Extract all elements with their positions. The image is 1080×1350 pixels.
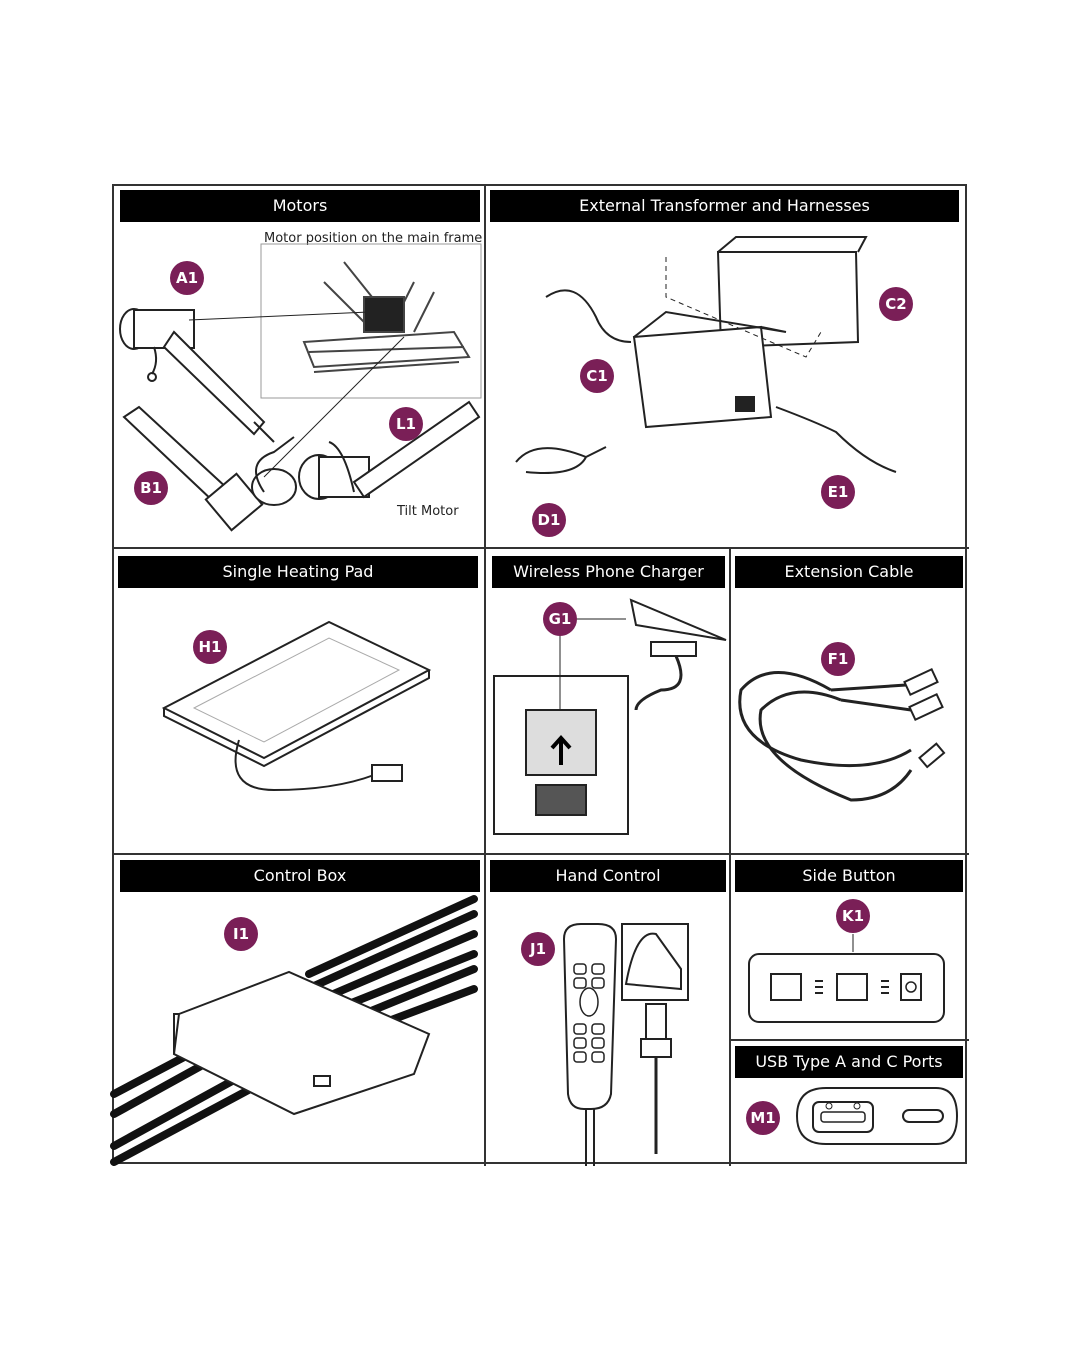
- transformer-cover: [716, 251, 860, 349]
- side-button-illustration: K1: [748, 899, 945, 1023]
- charger-illustration: G1: [493, 598, 727, 835]
- svg-text:K1: K1: [842, 907, 864, 925]
- power-button: [900, 973, 922, 1001]
- svg-text:I1: I1: [233, 925, 249, 943]
- usb-illustration: M1: [746, 1087, 959, 1145]
- badge-c2: C2: [879, 287, 913, 321]
- hand-control-illustration: J1: [521, 923, 689, 1166]
- motors-header: Motors: [120, 190, 480, 222]
- badge-f1: F1: [821, 642, 855, 676]
- badge-a1: A1: [170, 261, 204, 295]
- svg-text:F1: F1: [828, 650, 849, 668]
- badge-g1: G1: [543, 602, 577, 636]
- transformer-header: External Transformer and Harnesses: [490, 190, 959, 222]
- hand-header: Hand Control: [490, 860, 726, 892]
- usb-header: USB Type A and C Ports: [735, 1046, 963, 1078]
- svg-text:D1: D1: [538, 511, 561, 529]
- motors-illustration: A1 B1 L1: [119, 243, 482, 532]
- badge-k1: K1: [836, 899, 870, 933]
- badge-l1: L1: [389, 407, 423, 441]
- badge-d1: D1: [532, 503, 566, 537]
- parts-diagram-grid: Motors External Transformer and Harnesse…: [110, 184, 969, 1166]
- heating-pad-illustration: H1: [161, 620, 432, 792]
- usb-a-port: [812, 1101, 874, 1133]
- motor-l1: [298, 400, 481, 500]
- frame-sketch: [302, 261, 471, 373]
- badge-b1: B1: [134, 471, 168, 505]
- motor-position-label: Motor position on the main frame: [264, 231, 483, 246]
- badge-m1: M1: [746, 1101, 780, 1135]
- recline-button: [770, 973, 802, 1001]
- badge-j1: J1: [521, 932, 555, 966]
- heating-header: Single Heating Pad: [118, 556, 478, 588]
- svg-text:M1: M1: [750, 1109, 775, 1127]
- extension-header: Extension Cable: [735, 556, 963, 588]
- svg-text:E1: E1: [828, 483, 849, 501]
- control-box-illustration: I1: [110, 895, 478, 1166]
- svg-text:G1: G1: [549, 610, 572, 628]
- extension-cable-illustration: F1: [738, 642, 946, 802]
- tilt-motor-label: Tilt Motor: [397, 504, 459, 519]
- badge-c1: C1: [580, 359, 614, 393]
- svg-text:L1: L1: [396, 415, 416, 433]
- badge-i1: I1: [224, 917, 258, 951]
- transformer-illustration: C1 C2 D1 E1: [515, 236, 913, 537]
- motor-b1: [122, 405, 297, 532]
- svg-text:C2: C2: [885, 295, 906, 313]
- grid-lines: [114, 186, 969, 1166]
- charger-header: Wireless Phone Charger: [492, 556, 725, 588]
- usb-c-port: [902, 1109, 944, 1123]
- badge-e1: E1: [821, 475, 855, 509]
- motor-a1: [119, 308, 275, 443]
- heat-button: [836, 973, 868, 1001]
- badge-h1: H1: [193, 630, 227, 664]
- controlbox-header: Control Box: [120, 860, 480, 892]
- svg-text:A1: A1: [176, 269, 198, 287]
- side-header: Side Button: [735, 860, 963, 892]
- svg-text:C1: C1: [586, 367, 607, 385]
- svg-text:J1: J1: [529, 940, 546, 958]
- svg-text:B1: B1: [140, 479, 162, 497]
- svg-text:H1: H1: [199, 638, 222, 656]
